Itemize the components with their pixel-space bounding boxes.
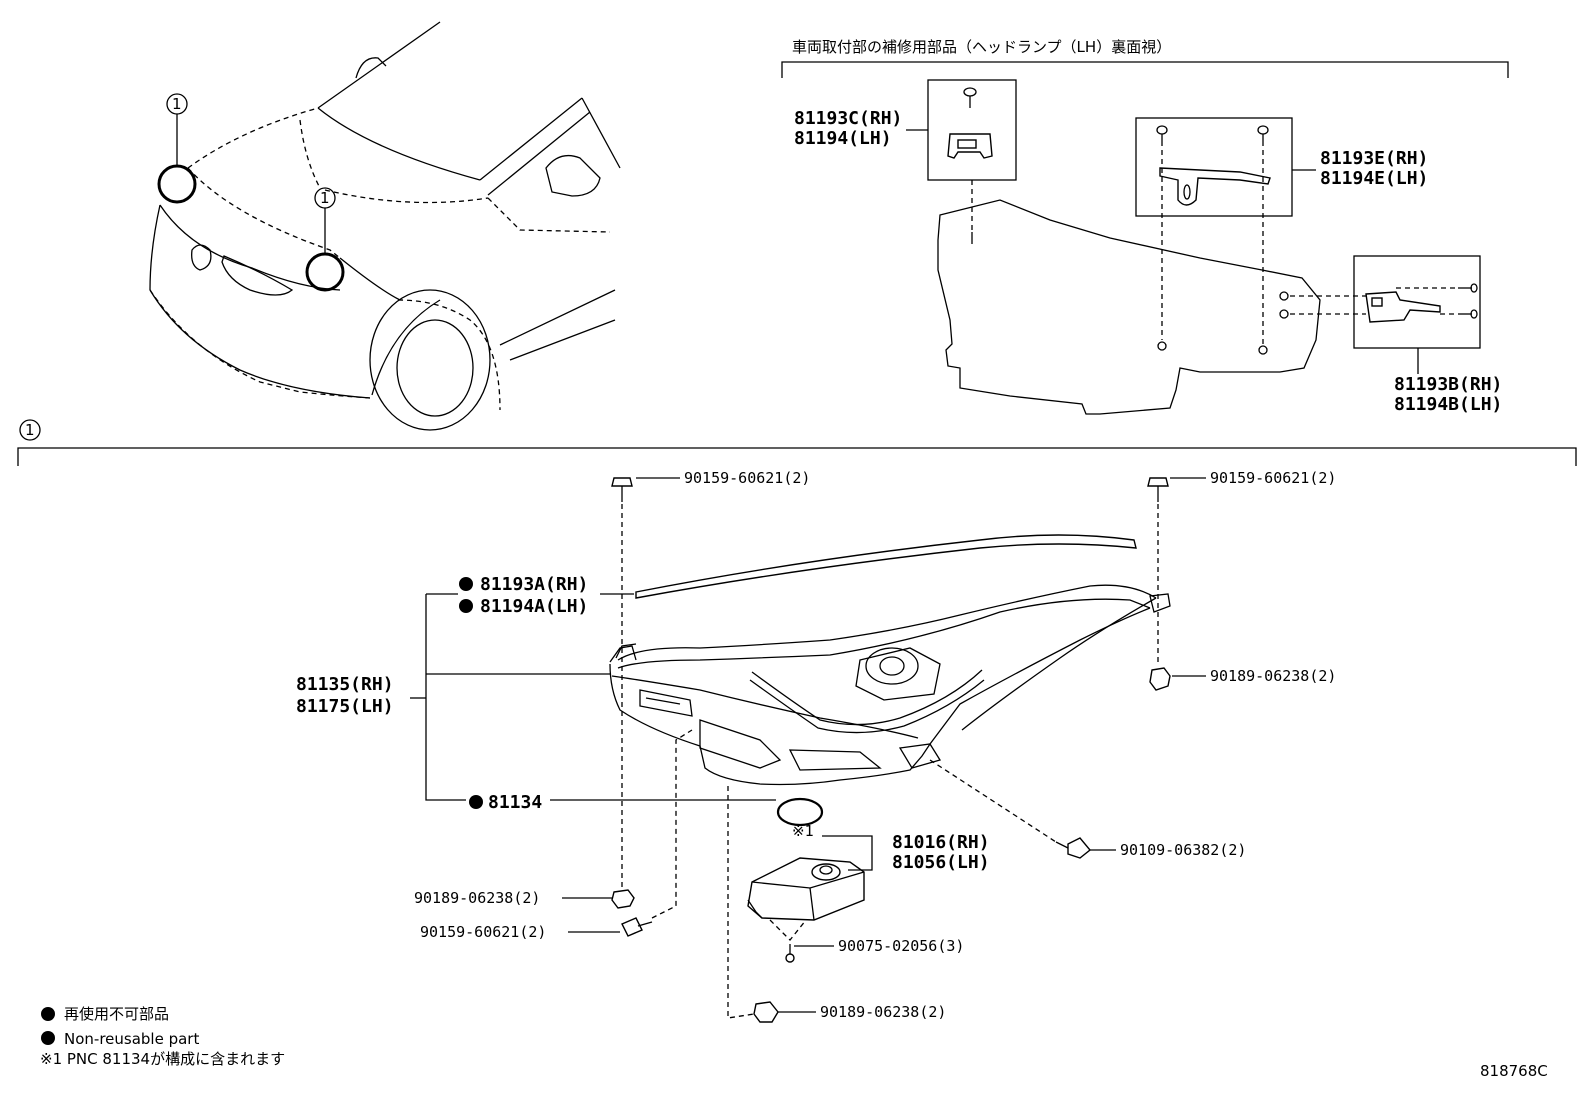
- part-label-81135-rh: 81135(RH): [296, 674, 394, 695]
- callout-marker-text: 1: [172, 95, 182, 113]
- part-label-81193a-rh: 81193A(RH): [480, 574, 588, 595]
- part-box-81193e: [1135, 117, 1293, 217]
- nut-icon: [753, 1001, 779, 1023]
- part-label-81194a-lh: 81194A(LH): [480, 596, 588, 617]
- stay-bracket-icon: [1159, 167, 1271, 206]
- legend-marker: [41, 1007, 55, 1021]
- fastener-label-nut-bottom: 90189-06238(2): [820, 1003, 946, 1021]
- headlamp-assembly-illustration: [609, 534, 1171, 786]
- clip-bracket-icon: [947, 133, 993, 159]
- fastener-label-top-left: 90159-60621(2): [684, 469, 810, 487]
- main-section-frame: 1: [17, 419, 1577, 466]
- part-label-81056-lh: 81056(LH): [892, 852, 990, 873]
- legend: 再使用不可部品 Non-reusable part ※1 PNC 81134が構…: [40, 1005, 285, 1068]
- leader-lines: [410, 477, 1206, 1013]
- repair-section-bracket: [781, 61, 1509, 78]
- part-label-81134: 81134: [488, 792, 542, 813]
- repair-section-title: 車両取付部の補修用部品（ヘッドランプ（LH）裏面視）: [792, 38, 1171, 56]
- section-marker: [19, 419, 41, 441]
- headlamp-back-view: [937, 199, 1321, 415]
- vehicle-overview-illustration: 1 1: [149, 21, 621, 431]
- callout-marker-text: 1: [320, 189, 330, 207]
- fastener-label-screw-right: 90109-06382(2): [1120, 841, 1246, 859]
- screw-icon: [1458, 283, 1478, 319]
- part-label-81194b-lh: 81194B(LH): [1394, 394, 1502, 415]
- non-reusable-marker: [459, 599, 473, 613]
- fastener-label-nut-right: 90189-06238(2): [1210, 667, 1336, 685]
- bolt-icon: [611, 477, 633, 502]
- legend-marker: [41, 1031, 55, 1045]
- screw-icon: [963, 87, 977, 108]
- bolt-icon: [621, 917, 653, 937]
- fastener-label-bolt-left: 90159-60621(2): [420, 923, 546, 941]
- gasket-ring-illustration: [776, 797, 824, 827]
- headlamp-highlight-right: [305, 252, 345, 292]
- ballast-unit-illustration: [747, 857, 865, 921]
- nut-icon: [611, 889, 635, 909]
- fastener-label-top-right: 90159-60621(2): [1210, 469, 1336, 487]
- bracket-icon: [1365, 291, 1441, 323]
- legend-non-reusable-ja: 再使用不可部品: [64, 1005, 169, 1023]
- section-marker-text: 1: [25, 421, 35, 439]
- part-label-81016-rh: 81016(RH): [892, 832, 990, 853]
- part-label-81193c-rh: 81193C(RH): [794, 108, 902, 129]
- part-label-81193b-rh: 81193B(RH): [1394, 374, 1502, 395]
- bolt-icon: [1147, 477, 1169, 502]
- fastener-label-screw-ballast: 90075-02056(3): [838, 937, 964, 955]
- repair-parts-section: 車両取付部の補修用部品（ヘッドランプ（LH）裏面視） 81193C(RH) 81…: [781, 38, 1509, 415]
- legend-note: ※1 PNC 81134が構成に含まれます: [40, 1050, 285, 1068]
- non-reusable-marker: [459, 577, 473, 591]
- screw-icon: [1156, 125, 1269, 146]
- part-label-81175-lh: 81175(LH): [296, 696, 394, 717]
- main-section-bracket: [17, 447, 1577, 466]
- part-box-81193c: [927, 79, 1017, 181]
- legend-non-reusable-en: Non-reusable part: [64, 1030, 199, 1048]
- non-reusable-marker: [469, 795, 483, 809]
- part-box-81193b: [1353, 255, 1481, 349]
- part-label-81193e-rh: 81193E(RH): [1320, 148, 1428, 169]
- headlamp-highlight-left: [157, 164, 197, 204]
- screw-icon: [785, 944, 795, 963]
- ballast-note-marker: ※1: [792, 822, 814, 840]
- screw-icon: [1055, 837, 1091, 859]
- fastener-label-nut-left: 90189-06238(2): [414, 889, 540, 907]
- part-label-81194-lh: 81194(LH): [794, 128, 892, 149]
- nut-icon: [1149, 667, 1171, 691]
- part-label-81194e-lh: 81194E(LH): [1320, 168, 1428, 189]
- reference-code: 818768C: [1480, 1062, 1548, 1080]
- headlamp-cover-strip: [635, 534, 1137, 599]
